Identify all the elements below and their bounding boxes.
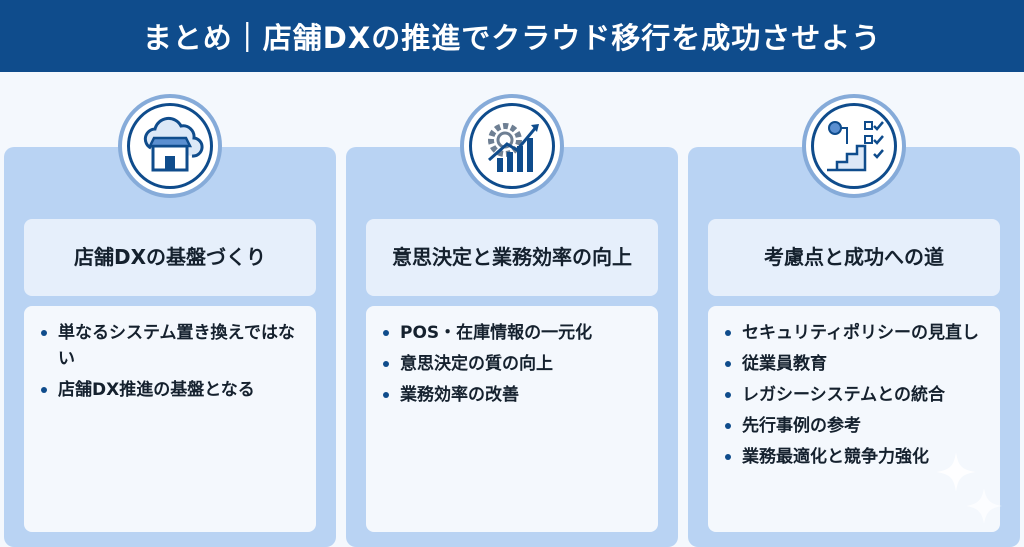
list-item: 業務効率の改善 xyxy=(380,382,646,408)
card-heading: 意思決定と業務効率の向上 xyxy=(366,219,658,296)
list-item: 業務最適化と競争力強化 xyxy=(722,444,988,470)
sparkle-icon xyxy=(936,452,1002,524)
list-item: レガシーシステムとの統合 xyxy=(722,382,988,408)
list-item: セキュリティポリシーの見直し xyxy=(722,320,988,346)
page-title: まとめ｜店舗DXの推進でクラウド移行を成功させよう xyxy=(142,21,882,55)
stairs-checklist-icon xyxy=(802,94,906,198)
list-item: 従業員教育 xyxy=(722,351,988,377)
card-body: セキュリティポリシーの見直し 従業員教育 レガシーシステムとの統合 先行事例の参… xyxy=(708,306,1000,532)
list-item: 意思決定の質の向上 xyxy=(380,351,646,377)
cloud-store-icon xyxy=(118,94,222,198)
card-body: POS・在庫情報の一元化 意思決定の質の向上 業務効率の改善 xyxy=(366,306,658,532)
gear-growth-chart-icon xyxy=(460,94,564,198)
list-item: POS・在庫情報の一元化 xyxy=(380,320,646,346)
header-banner: まとめ｜店舗DXの推進でクラウド移行を成功させよう xyxy=(0,0,1024,72)
card-heading: 店舗DXの基盤づくり xyxy=(24,219,316,296)
card-body: 単なるシステム置き換えではない 店舗DX推進の基盤となる xyxy=(24,306,316,532)
card-heading: 考慮点と成功への道 xyxy=(708,219,1000,296)
list-item: 単なるシステム置き換えではない xyxy=(38,320,304,372)
list-item: 店舗DX推進の基盤となる xyxy=(38,377,304,403)
list-item: 先行事例の参考 xyxy=(722,413,988,439)
